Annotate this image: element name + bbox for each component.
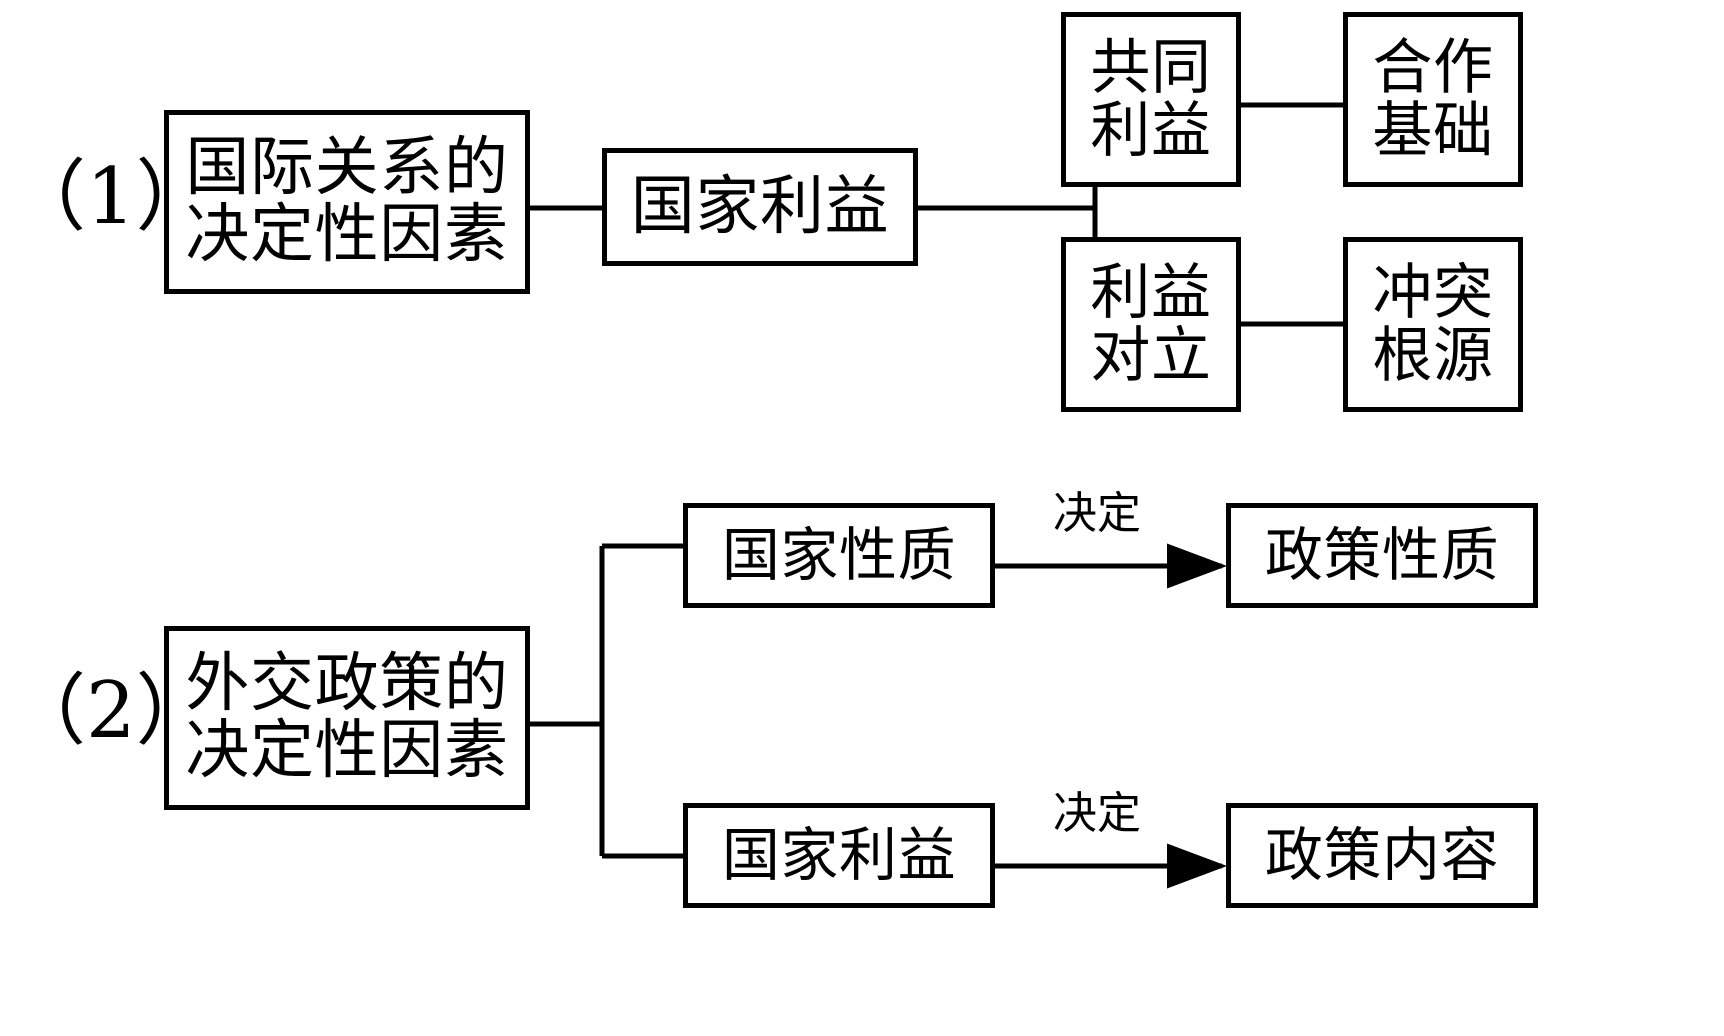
node-national-interest-1-line-1: 国家利益 — [630, 169, 890, 244]
node-policy-nature-line-1: 政策性质 — [1264, 521, 1500, 590]
node-international-relations-line-2: 决定性因素 — [185, 198, 509, 272]
node-national-interest-2[interactable]: 国家利益 — [683, 803, 995, 908]
node-common-interest[interactable]: 共同 利益 — [1061, 12, 1241, 187]
node-international-relations-line-1: 国际关系的 — [185, 131, 509, 206]
edge-label-decide-top: 决定 — [1053, 488, 1141, 539]
node-conflict-source-line-2: 根源 — [1372, 320, 1494, 391]
node-state-nature-line-1: 国家性质 — [721, 521, 957, 590]
node-interest-opposition-line-2: 对立 — [1090, 320, 1212, 391]
edge-label-decide-bottom: 决定 — [1053, 788, 1141, 839]
node-international-relations[interactable]: 国际关系的 决定性因素 — [164, 110, 530, 294]
node-foreign-policy[interactable]: 外交政策的 决定性因素 — [164, 626, 530, 810]
node-interest-opposition[interactable]: 利益 对立 — [1061, 237, 1241, 412]
node-policy-content[interactable]: 政策内容 — [1226, 803, 1538, 908]
node-cooperation-basis[interactable]: 合作 基础 — [1343, 12, 1523, 187]
node-common-interest-line-2: 利益 — [1090, 95, 1212, 166]
node-state-nature[interactable]: 国家性质 — [683, 503, 995, 608]
node-interest-opposition-line-1: 利益 — [1090, 258, 1212, 329]
node-policy-nature[interactable]: 政策性质 — [1226, 503, 1538, 608]
node-cooperation-basis-line-1: 合作 — [1372, 33, 1494, 104]
node-conflict-source[interactable]: 冲突 根源 — [1343, 237, 1523, 412]
node-policy-content-line-1: 政策内容 — [1264, 821, 1500, 890]
node-foreign-policy-line-2: 决定性因素 — [185, 714, 509, 788]
node-conflict-source-line-1: 冲突 — [1372, 258, 1494, 329]
node-common-interest-line-1: 共同 — [1090, 33, 1212, 104]
node-foreign-policy-line-1: 外交政策的 — [185, 647, 509, 722]
node-cooperation-basis-line-2: 基础 — [1372, 95, 1494, 166]
node-national-interest-2-line-1: 国家利益 — [721, 821, 957, 890]
node-national-interest-1[interactable]: 国家利益 — [602, 148, 918, 266]
